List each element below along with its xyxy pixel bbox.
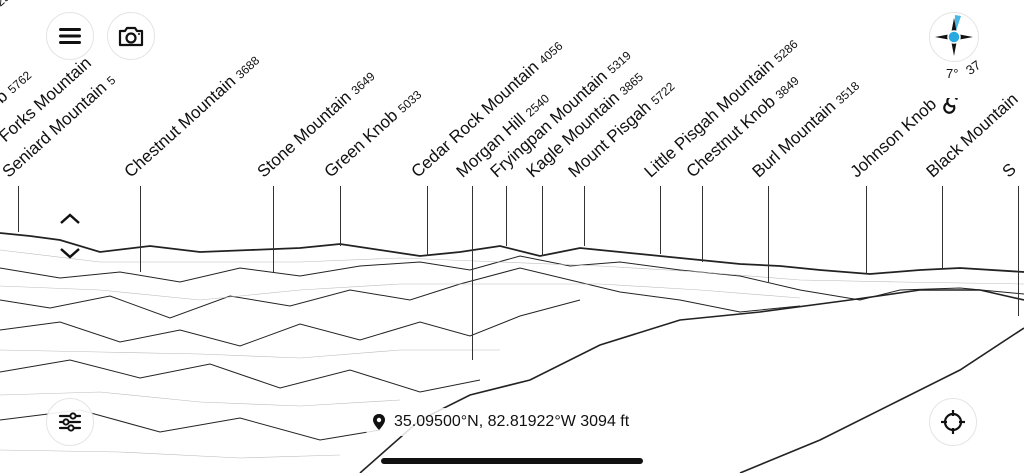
location-readout[interactable]: 35.09500°N, 82.81922°W 3094 ft — [366, 408, 636, 436]
sliders-icon — [58, 412, 82, 432]
locate-button[interactable] — [929, 398, 977, 446]
peak-leader-line — [942, 186, 943, 268]
peak-leader-line — [472, 186, 473, 360]
camera-icon — [118, 26, 144, 47]
camera-button[interactable] — [107, 12, 155, 60]
coordinates-text: 35.09500°N, 82.81922°W 3094 ft — [394, 413, 630, 430]
peak-leader-line — [273, 186, 274, 272]
menu-icon — [59, 28, 81, 44]
peak-leader-line — [340, 186, 341, 246]
peak-leader-line — [584, 186, 585, 246]
peak-leader-line — [866, 186, 867, 274]
loop-icon[interactable] — [943, 98, 965, 114]
chevron-up-icon — [60, 213, 80, 224]
heading-readout: 7° — [946, 66, 959, 81]
peak-leader-line — [1018, 186, 1019, 316]
peak-leader-line — [140, 186, 141, 272]
peak-leader-line — [542, 186, 543, 256]
chevron-down-icon — [60, 248, 80, 259]
location-pin-icon — [373, 414, 385, 430]
scroll-up-button[interactable] — [58, 208, 82, 230]
peak-leader-line — [768, 186, 769, 282]
compass-button[interactable] — [929, 12, 979, 62]
compass-icon — [935, 15, 973, 56]
peak-leader-line — [427, 186, 428, 256]
settings-button[interactable] — [46, 398, 94, 446]
peak-leader-line — [702, 186, 703, 262]
peak-leader-line — [660, 186, 661, 254]
home-indicator[interactable] — [381, 458, 643, 464]
scroll-down-button[interactable] — [58, 242, 82, 264]
peak-leader-line — [18, 186, 19, 232]
crosshair-icon — [941, 410, 965, 434]
peak-leader-line — [506, 186, 507, 246]
menu-button[interactable] — [46, 12, 94, 60]
